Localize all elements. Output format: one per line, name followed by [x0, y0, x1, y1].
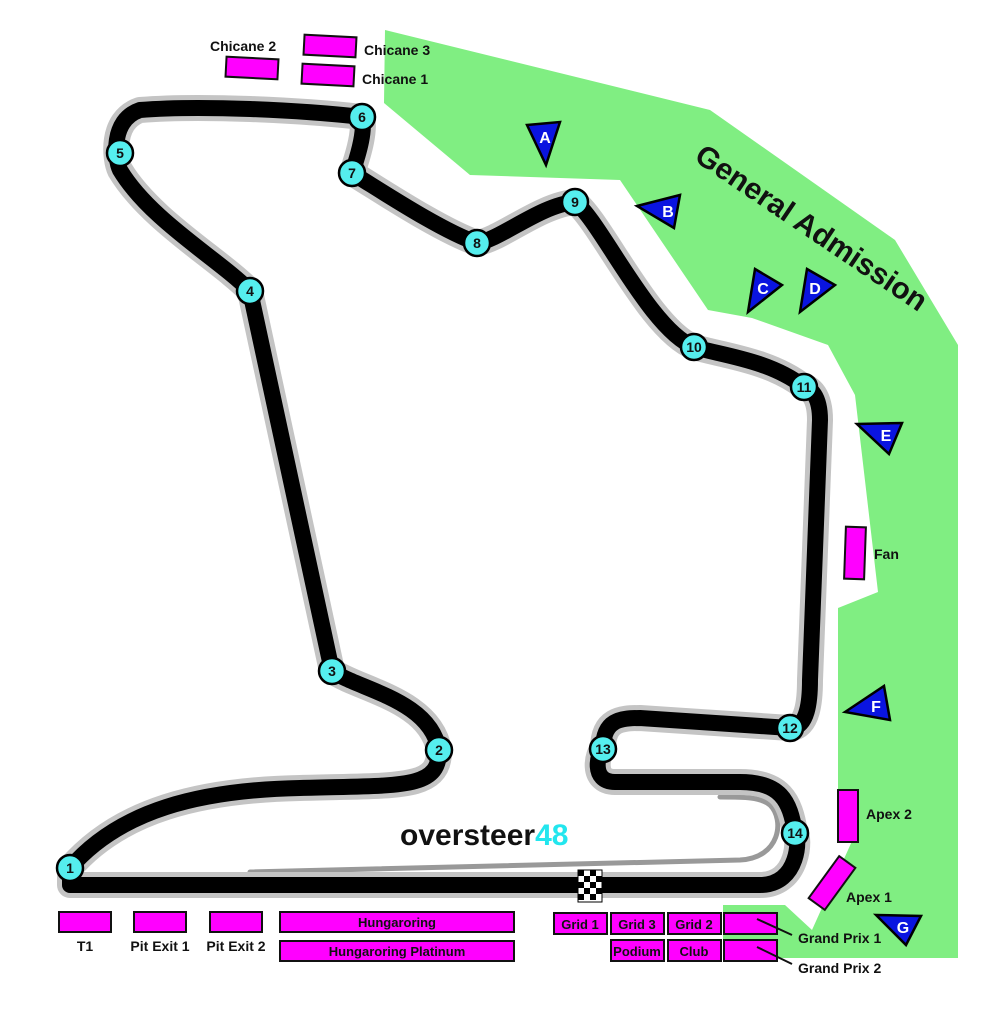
turn-marker[interactable]: 12 — [775, 713, 805, 743]
svg-text:Hungaroring Platinum: Hungaroring Platinum — [329, 944, 466, 959]
svg-text:Chicane 3: Chicane 3 — [364, 42, 430, 58]
turn-marker[interactable]: 4 — [235, 276, 265, 306]
grandstand-grid-2[interactable]: Grid 2 — [667, 912, 722, 935]
svg-text:G: G — [897, 920, 909, 937]
gate-a-icon[interactable]: A — [525, 120, 562, 169]
logo-number: 48 — [535, 819, 568, 852]
grandstand-grid-1[interactable]: Grid 1 — [553, 912, 608, 935]
logo-word: oversteer — [400, 819, 535, 852]
svg-text:11: 11 — [797, 379, 812, 395]
svg-text:9: 9 — [571, 194, 579, 210]
turn-marker[interactable]: 9 — [560, 187, 590, 217]
turn-marker[interactable]: 2 — [424, 735, 454, 765]
gate-f-icon[interactable]: F — [841, 683, 892, 722]
svg-text:Fan: Fan — [874, 546, 899, 562]
grandstand-grand-prix-1[interactable]: Grand Prix 1 — [723, 912, 881, 946]
svg-text:2: 2 — [435, 742, 443, 758]
svg-text:Chicane 1: Chicane 1 — [362, 71, 428, 87]
grandstand-fan[interactable]: Fan — [843, 525, 899, 581]
svg-text:Grand Prix 1: Grand Prix 1 — [798, 930, 881, 946]
svg-text:Club: Club — [680, 944, 709, 959]
svg-text:12: 12 — [782, 720, 798, 736]
gate-d-icon[interactable]: D — [798, 267, 838, 315]
svg-text:Grand Prix 2: Grand Prix 2 — [798, 960, 881, 976]
svg-text:Grid 2: Grid 2 — [675, 917, 713, 932]
svg-text:13: 13 — [595, 741, 611, 757]
grandstand-hungaroring[interactable]: Hungaroring — [279, 911, 515, 933]
turn-marker[interactable]: 8 — [462, 228, 492, 258]
svg-text:A: A — [539, 130, 551, 147]
grandstand-grand-prix-2[interactable]: Grand Prix 2 — [723, 939, 881, 976]
gate-g-icon[interactable]: G — [872, 913, 924, 948]
svg-text:Podium: Podium — [613, 944, 661, 959]
gates: A B C D E F G — [525, 120, 924, 948]
svg-text:Chicane 2: Chicane 2 — [210, 38, 276, 54]
grandstand-pit-exit-1[interactable]: Pit Exit 1 — [130, 911, 190, 954]
svg-text:T1: T1 — [77, 938, 94, 954]
svg-text:3: 3 — [328, 663, 336, 679]
turn-marker[interactable]: 10 — [679, 332, 709, 362]
grandstand-grid-3[interactable]: Grid 3 — [610, 912, 665, 935]
turn-marker[interactable]: 6 — [347, 102, 377, 132]
grandstand-hungaroring-platinum[interactable]: Hungaroring Platinum — [279, 940, 515, 962]
grandstand-chicane-1[interactable]: Chicane 1 — [300, 62, 429, 88]
svg-text:F: F — [871, 699, 881, 716]
grandstand-chicane-2[interactable]: Chicane 2 — [210, 38, 280, 81]
grandstand-club[interactable]: Club — [667, 939, 722, 962]
svg-text:C: C — [757, 281, 769, 298]
svg-text:6: 6 — [358, 109, 366, 125]
svg-text:8: 8 — [473, 235, 481, 251]
pit-lane — [247, 794, 781, 875]
start-finish-line — [577, 869, 603, 903]
svg-text:Grid 1: Grid 1 — [561, 917, 599, 932]
svg-text:5: 5 — [116, 145, 124, 161]
grandstand-chicane-3[interactable]: Chicane 3 — [302, 33, 431, 59]
gate-e-icon[interactable]: E — [853, 421, 904, 457]
turn-marker[interactable]: 14 — [780, 818, 810, 848]
svg-text:4: 4 — [246, 283, 254, 299]
svg-text:Hungaroring: Hungaroring — [358, 915, 436, 930]
svg-text:Pit Exit 1: Pit Exit 1 — [130, 938, 189, 954]
svg-text:B: B — [662, 204, 674, 221]
grandstand-t1[interactable]: T1 — [58, 911, 112, 954]
turn-marker[interactable]: 1 — [55, 853, 85, 883]
gate-c-icon[interactable]: C — [746, 266, 785, 315]
gate-b-icon[interactable]: B — [633, 193, 682, 230]
turn-markers: 1 2 3 4 5 6 7 8 9 10 11 12 13 14 — [55, 102, 819, 883]
svg-text:10: 10 — [686, 339, 702, 355]
svg-text:14: 14 — [787, 825, 803, 841]
grandstand-pit-exit-2[interactable]: Pit Exit 2 — [206, 911, 266, 954]
svg-text:E: E — [881, 428, 892, 445]
general-admission-area[interactable] — [384, 30, 958, 958]
svg-text:7: 7 — [348, 165, 356, 181]
svg-text:1: 1 — [66, 860, 74, 876]
turn-marker[interactable]: 3 — [317, 656, 347, 686]
svg-text:D: D — [809, 281, 821, 298]
svg-text:Apex 1: Apex 1 — [846, 889, 892, 905]
svg-text:Grid 3: Grid 3 — [618, 917, 656, 932]
grandstand-podium[interactable]: Podium — [610, 939, 665, 962]
svg-text:Apex 2: Apex 2 — [866, 806, 912, 822]
oversteer48-logo: oversteer48 — [400, 819, 568, 852]
turn-marker[interactable]: 11 — [789, 372, 819, 402]
grandstand-apex-1[interactable]: Apex 1 — [807, 854, 892, 912]
grandstand-apex-2[interactable]: Apex 2 — [837, 789, 912, 843]
turn-marker[interactable]: 7 — [337, 158, 367, 188]
grandstands: Chicane 2 Chicane 3 Chicane 1 Fan Apex 2… — [58, 33, 912, 976]
turn-marker[interactable]: 13 — [588, 734, 618, 764]
svg-text:Pit Exit 2: Pit Exit 2 — [206, 938, 265, 954]
turn-marker[interactable]: 5 — [105, 138, 135, 168]
